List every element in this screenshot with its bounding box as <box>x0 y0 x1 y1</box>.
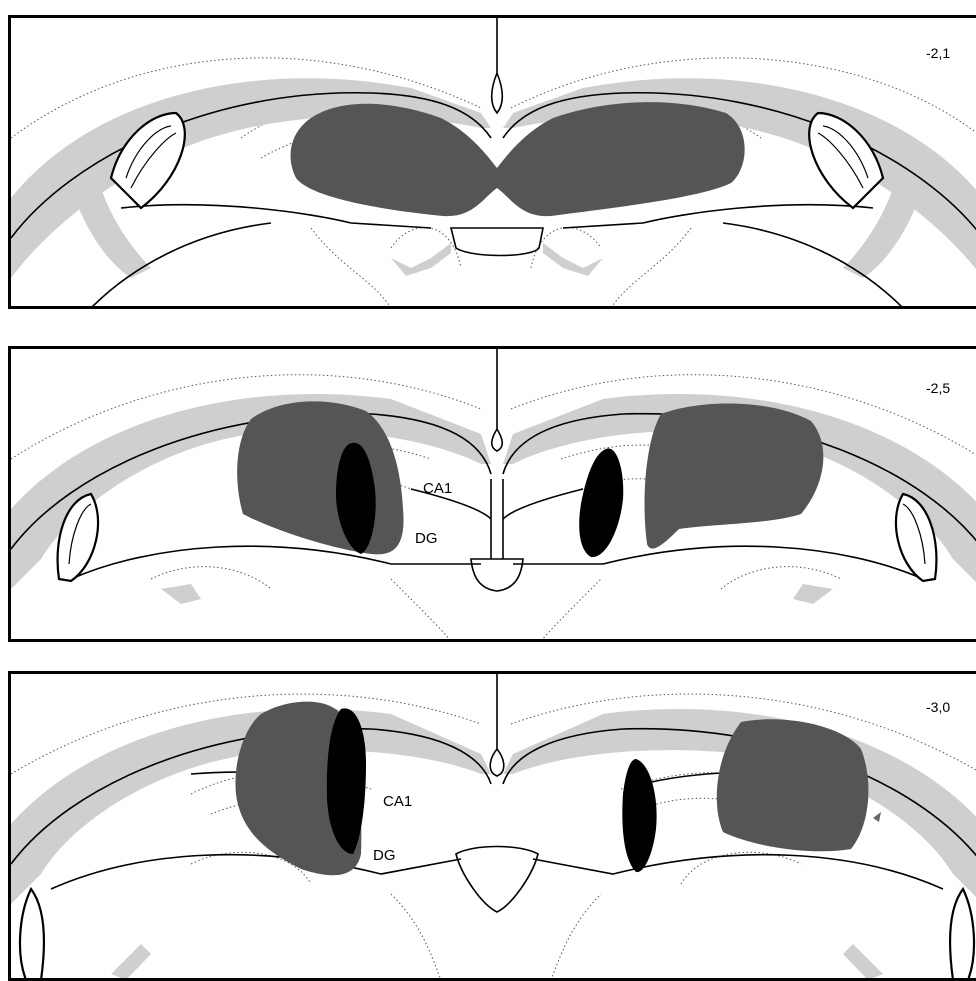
white-matter-band <box>391 243 451 276</box>
lesion-core-right <box>579 448 623 557</box>
dotted-contours <box>11 375 976 641</box>
ca1-label: CA1 <box>423 480 452 497</box>
coordinate-label: -3,0 <box>926 699 950 715</box>
section-panel-1: -2,1 <box>8 15 976 309</box>
brain-section-diagram-3: CA1 DG -3,0 <box>11 674 976 980</box>
dg-label: DG <box>373 847 396 864</box>
white-matter-band <box>161 584 201 604</box>
white-matter-band <box>111 944 151 980</box>
lesion-area-left <box>237 401 403 554</box>
section-panel-2: CA1 DG -2,5 <box>8 346 976 642</box>
lesion-area-right <box>645 404 824 549</box>
brain-section-diagram-1: -2,1 <box>11 18 976 308</box>
lesion-core-right <box>622 759 656 872</box>
arrowhead-marker <box>873 812 881 822</box>
lateral-structure-right <box>950 889 974 980</box>
dg-label: DG <box>415 530 438 547</box>
white-matter-band <box>843 944 883 980</box>
section-panel-3: CA1 DG -3,0 <box>8 671 976 981</box>
ca1-label: CA1 <box>383 793 412 810</box>
coordinate-label: -2,1 <box>926 45 950 61</box>
brain-section-diagram-2: CA1 DG -2,5 <box>11 349 976 641</box>
white-matter-band <box>793 584 833 604</box>
lesion-area-right <box>717 719 869 851</box>
coordinate-label: -2,5 <box>926 380 950 396</box>
lateral-structure-left <box>20 889 44 980</box>
structure-outlines <box>11 349 976 591</box>
white-matter-band <box>543 243 603 276</box>
